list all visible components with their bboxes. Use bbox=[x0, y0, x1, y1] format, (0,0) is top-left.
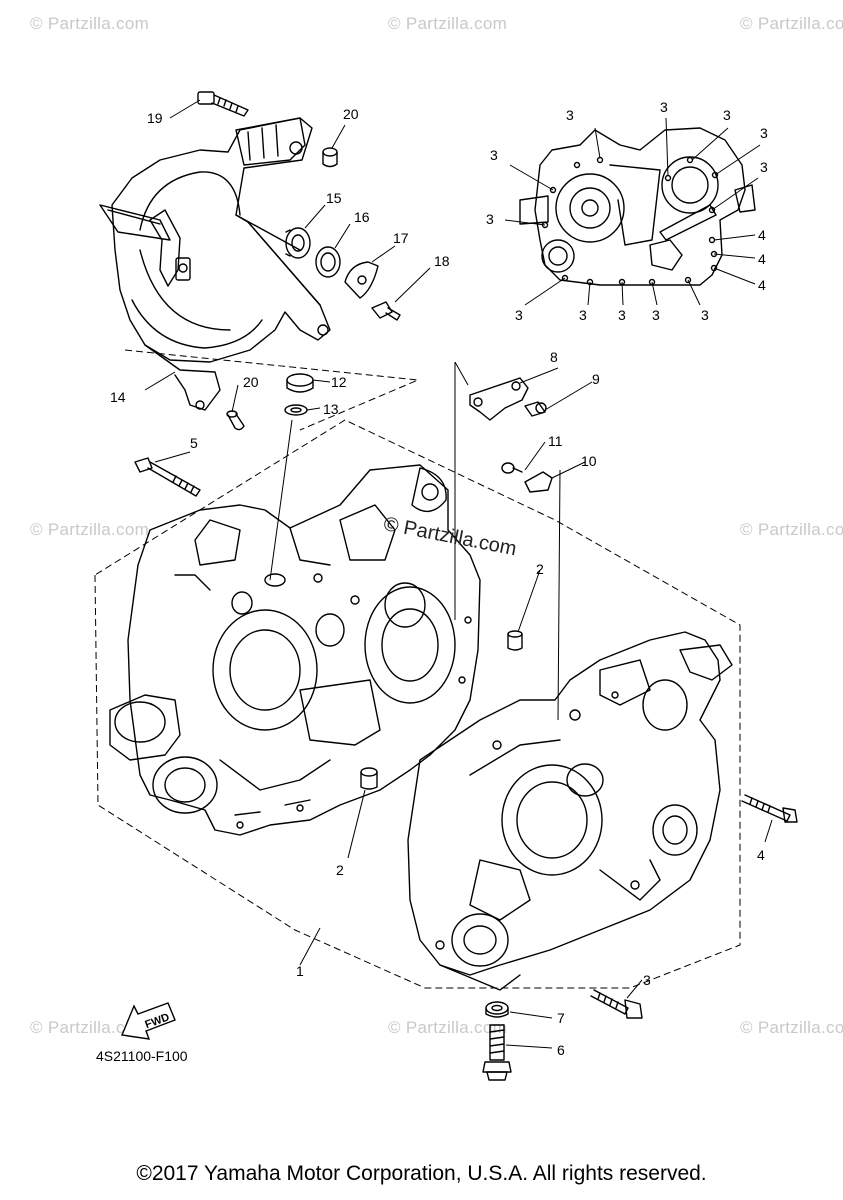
callout-7: 7 bbox=[557, 1010, 565, 1026]
dowel-pin-2-right bbox=[507, 630, 523, 651]
callout-4: 4 bbox=[758, 227, 766, 243]
watermark: © Partzilla.com bbox=[740, 1018, 843, 1037]
watermark: © Partzilla.com bbox=[740, 520, 843, 539]
callout-3: 3 bbox=[701, 307, 709, 323]
callout-15: 15 bbox=[326, 190, 342, 206]
washer-7 bbox=[485, 1001, 509, 1018]
bracket-8 bbox=[469, 377, 529, 421]
callout-12: 12 bbox=[331, 374, 347, 390]
oil-seal-16 bbox=[315, 246, 341, 278]
callout-5: 5 bbox=[190, 435, 198, 451]
bolt-9 bbox=[524, 401, 547, 417]
assembly-guide-lines bbox=[94, 349, 741, 989]
callout-3: 3 bbox=[723, 107, 731, 123]
callout-3: 3 bbox=[660, 99, 668, 115]
callout-3: 3 bbox=[760, 159, 768, 175]
callout-3: 3 bbox=[579, 307, 587, 323]
watermark: © Partzilla.com bbox=[388, 14, 508, 33]
callout-16: 16 bbox=[354, 209, 370, 225]
callout-19: 19 bbox=[147, 110, 163, 126]
callout-2: 2 bbox=[536, 561, 544, 577]
callout-3: 3 bbox=[760, 125, 768, 141]
callout-3: 3 bbox=[652, 307, 660, 323]
callout-2: 2 bbox=[336, 862, 344, 878]
watermark: © Partzilla.com bbox=[740, 14, 843, 33]
bolt-19 bbox=[197, 91, 249, 117]
watermark: © Partzilla.com bbox=[30, 520, 150, 539]
forward-direction-arrow-icon: FWD bbox=[121, 1002, 176, 1040]
callout-8: 8 bbox=[550, 349, 558, 365]
crankcase-right-half bbox=[407, 631, 733, 991]
callout-17: 17 bbox=[393, 230, 409, 246]
callout-3: 3 bbox=[643, 972, 651, 988]
dowel-pin-20-lower bbox=[226, 410, 245, 431]
bolt-6 bbox=[482, 1024, 512, 1081]
callout-6: 6 bbox=[557, 1042, 565, 1058]
crankcase-left-half bbox=[109, 464, 481, 836]
callout-14: 14 bbox=[110, 389, 126, 405]
watermark: © Partzilla.com bbox=[388, 1018, 508, 1037]
callout-1: 1 bbox=[296, 963, 304, 979]
dowel-pin-2-lower bbox=[360, 767, 378, 790]
retainer-plate-17 bbox=[344, 261, 379, 299]
callout-4: 4 bbox=[758, 277, 766, 293]
callout-3: 3 bbox=[515, 307, 523, 323]
callout-20: 20 bbox=[243, 374, 259, 390]
callout-labels: 19 20 15 16 17 18 14 20 12 13 5 8 9 11 1… bbox=[110, 99, 768, 1058]
copyright-notice: ©2017 Yamaha Motor Corporation, U.S.A. A… bbox=[136, 1162, 707, 1185]
callout-4: 4 bbox=[758, 251, 766, 267]
gasket-13 bbox=[284, 404, 308, 416]
callout-9: 9 bbox=[592, 371, 600, 387]
screw-11 bbox=[501, 462, 523, 474]
callout-3: 3 bbox=[486, 211, 494, 227]
callout-10: 10 bbox=[581, 453, 597, 469]
callout-18: 18 bbox=[434, 253, 450, 269]
crankcase-cover bbox=[99, 117, 331, 411]
callout-3: 3 bbox=[566, 107, 574, 123]
leader-lines bbox=[144, 99, 773, 1049]
callout-11: 11 bbox=[548, 433, 563, 449]
figure-code: 4S21100-F100 bbox=[96, 1048, 188, 1064]
bearing-15 bbox=[285, 227, 311, 259]
callout-13: 13 bbox=[323, 401, 339, 417]
callout-20: 20 bbox=[343, 106, 359, 122]
bolt-4 bbox=[741, 794, 798, 823]
watermark: © Partzilla.com bbox=[30, 14, 150, 33]
bolt-5 bbox=[134, 457, 201, 497]
clip-10 bbox=[524, 471, 553, 493]
watermark: © Partzilla.com bbox=[30, 1018, 150, 1037]
callout-4: 4 bbox=[757, 847, 765, 863]
screw-18 bbox=[371, 301, 401, 321]
dowel-pin-20-top bbox=[322, 147, 338, 168]
crankcase-bolt-location-view bbox=[519, 127, 756, 286]
callout-3: 3 bbox=[490, 147, 498, 163]
callout-3: 3 bbox=[618, 307, 626, 323]
bolt-3 bbox=[590, 989, 643, 1019]
drain-plug-12 bbox=[286, 373, 314, 393]
